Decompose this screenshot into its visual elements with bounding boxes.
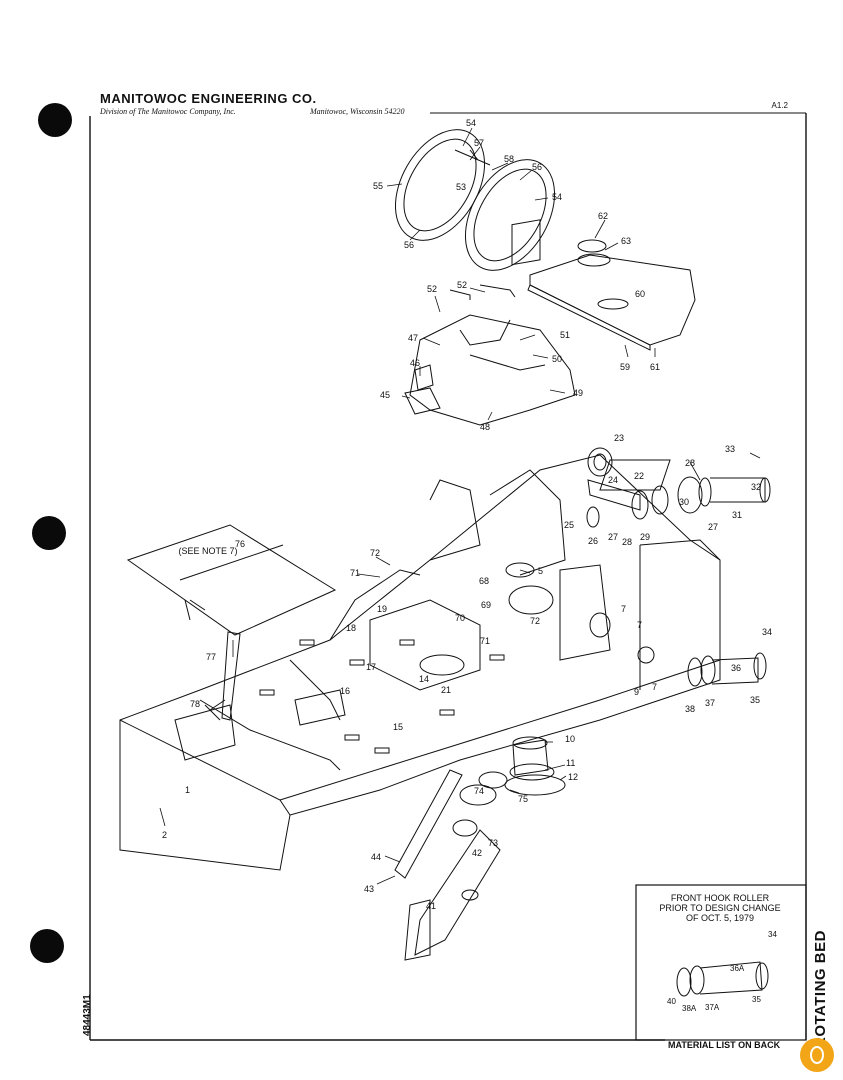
svg-text:31: 31 (732, 510, 742, 520)
svg-text:7: 7 (652, 682, 657, 692)
inset-title: FRONT HOOK ROLLER PRIOR TO DESIGN CHANGE… (640, 893, 800, 923)
svg-text:36A: 36A (730, 964, 745, 973)
svg-text:54: 54 (552, 192, 562, 202)
svg-text:43: 43 (364, 884, 374, 894)
svg-text:37: 37 (705, 698, 715, 708)
svg-text:27: 27 (608, 532, 618, 542)
svg-text:34: 34 (762, 627, 772, 637)
svg-text:27: 27 (708, 522, 718, 532)
svg-text:21: 21 (441, 685, 451, 695)
svg-text:47: 47 (408, 333, 418, 343)
inset-title-line2: PRIOR TO DESIGN CHANGE (659, 903, 781, 913)
punch-hole-bottom (30, 929, 64, 963)
svg-text:45: 45 (380, 390, 390, 400)
svg-text:26: 26 (588, 536, 598, 546)
svg-text:28: 28 (622, 537, 632, 547)
svg-text:75: 75 (518, 794, 528, 804)
division-text: Division of The Manitowoc Company, Inc. (100, 107, 236, 116)
svg-text:50: 50 (552, 354, 562, 364)
company-name: MANITOWOC ENGINEERING CO. (100, 91, 317, 106)
svg-text:52: 52 (457, 280, 467, 290)
svg-text:15: 15 (393, 722, 403, 732)
svg-text:38A: 38A (682, 1004, 697, 1013)
svg-text:35: 35 (750, 695, 760, 705)
svg-text:57: 57 (474, 138, 484, 148)
svg-text:72: 72 (370, 548, 380, 558)
svg-text:73: 73 (488, 838, 498, 848)
svg-text:60: 60 (635, 289, 645, 299)
svg-text:14: 14 (419, 674, 429, 684)
svg-text:71: 71 (350, 568, 360, 578)
svg-text:11: 11 (566, 758, 575, 768)
svg-text:18: 18 (346, 623, 356, 633)
svg-text:17: 17 (366, 662, 376, 672)
svg-text:76: 76 (235, 539, 245, 549)
svg-text:25: 25 (564, 520, 574, 530)
inset-title-line1: FRONT HOOK ROLLER (670, 893, 770, 903)
watermark-logo (800, 1038, 834, 1072)
svg-text:55: 55 (373, 181, 383, 191)
svg-text:56: 56 (404, 240, 414, 250)
inset-title-line3: OF OCT. 5, 1979 (685, 913, 755, 923)
svg-text:48: 48 (480, 422, 490, 432)
svg-text:72: 72 (530, 616, 540, 626)
svg-text:9: 9 (634, 687, 639, 697)
svg-text:44: 44 (371, 852, 381, 862)
svg-text:32: 32 (751, 482, 761, 492)
svg-text:2: 2 (162, 830, 167, 840)
svg-text:42: 42 (472, 848, 482, 858)
svg-text:7: 7 (621, 604, 626, 614)
svg-text:54: 54 (466, 118, 476, 128)
svg-text:10: 10 (565, 734, 575, 744)
svg-text:41: 41 (426, 901, 436, 911)
svg-text:16: 16 (340, 686, 350, 696)
svg-text:19: 19 (377, 604, 387, 614)
svg-text:56: 56 (532, 162, 542, 172)
material-list-note: MATERIAL LIST ON BACK (668, 1040, 781, 1050)
location-text: Manitowoc, Wisconsin 54220 (310, 107, 405, 116)
svg-text:52: 52 (427, 284, 437, 294)
svg-text:38: 38 (685, 704, 695, 714)
svg-text:12: 12 (568, 772, 578, 782)
note-box-text: (SEE NOTE 7) (178, 546, 238, 556)
svg-text:51: 51 (560, 330, 570, 340)
svg-text:53: 53 (456, 182, 466, 192)
svg-text:1: 1 (185, 785, 190, 795)
svg-text:24: 24 (608, 475, 618, 485)
svg-text:5: 5 (538, 566, 543, 576)
svg-text:61: 61 (650, 362, 660, 372)
svg-text:28: 28 (685, 458, 695, 468)
svg-text:33: 33 (725, 444, 735, 454)
svg-text:46: 46 (410, 358, 420, 368)
svg-text:49: 49 (573, 388, 583, 398)
svg-text:22: 22 (634, 471, 644, 481)
note-box: (SEE NOTE 7) (168, 546, 248, 556)
svg-text:34: 34 (768, 930, 777, 939)
svg-text:62: 62 (598, 211, 608, 221)
punch-hole-middle (32, 516, 66, 550)
svg-text:35: 35 (752, 995, 761, 1004)
punch-hole-top (38, 103, 72, 137)
svg-text:68: 68 (479, 576, 489, 586)
svg-text:77: 77 (206, 652, 216, 662)
svg-text:29: 29 (640, 532, 650, 542)
svg-text:23: 23 (614, 433, 624, 443)
svg-text:36: 36 (731, 663, 741, 673)
svg-text:37A: 37A (705, 1003, 720, 1012)
svg-text:78: 78 (190, 699, 200, 709)
svg-text:69: 69 (481, 600, 491, 610)
svg-text:30: 30 (679, 497, 689, 507)
svg-text:63: 63 (621, 236, 631, 246)
svg-text:59: 59 (620, 362, 630, 372)
svg-text:40: 40 (667, 997, 676, 1006)
svg-text:70: 70 (455, 613, 465, 623)
svg-text:7: 7 (637, 620, 642, 630)
svg-text:58: 58 (504, 154, 514, 164)
svg-text:74: 74 (474, 786, 484, 796)
svg-text:71: 71 (480, 636, 490, 646)
page-code: A1.2 (771, 101, 788, 110)
